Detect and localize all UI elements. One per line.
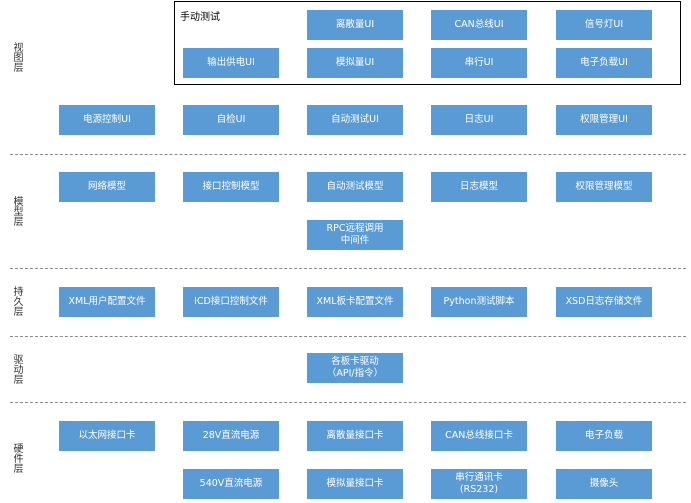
icd-interface-file-box: ICD接口控制文件: [183, 287, 279, 317]
layer-divider: [10, 336, 686, 337]
self-check-ui-box: 自检UI: [183, 105, 279, 135]
layer-label-driver: 驱动层: [11, 354, 22, 384]
manual-electronic-load-ui-box: 电子负载UI: [556, 48, 652, 78]
layer-label-model: 模型层: [11, 196, 22, 226]
log-ui-box: 日志UI: [431, 105, 527, 135]
xsd-log-file-box: XSD日志存储文件: [556, 287, 652, 317]
manual-analog-ui-box: 模拟量UI: [307, 48, 403, 78]
manual-signal-light-ui-box: 信号灯UI: [556, 10, 652, 40]
xml-user-config-box: XML用户配置文件: [59, 287, 155, 317]
permission-model-box: 权限管理模型: [556, 172, 652, 202]
rpc-middleware-box: RPC远程调用 中间件: [307, 220, 403, 250]
board-driver-box: 各板卡驱动 （API/指令）: [307, 353, 403, 383]
manual-serial-ui-box: 串行UI: [431, 48, 527, 78]
power-control-ui-box: 电源控制UI: [59, 105, 155, 135]
layer-label-hardware: 硬件层: [11, 443, 22, 473]
layer-divider: [10, 268, 686, 269]
layer-divider: [10, 402, 686, 403]
ethernet-card-box: 以太网接口卡: [59, 421, 155, 451]
manual-can-bus-ui-box: CAN总线UI: [431, 10, 527, 40]
layer-label-persist: 持久层: [11, 286, 22, 316]
manual-power-output-ui-box: 输出供电UI: [183, 48, 279, 78]
electronic-load-box: 电子负载: [556, 421, 652, 451]
dc-540v-power-box: 540V直流电源: [183, 469, 279, 499]
manual-test-group: [174, 1, 681, 85]
interface-control-model-box: 接口控制模型: [183, 172, 279, 202]
log-model-box: 日志模型: [431, 172, 527, 202]
layer-divider: [10, 154, 686, 155]
permission-ui-box: 权限管理UI: [556, 105, 652, 135]
xml-board-config-box: XML板卡配置文件: [307, 287, 403, 317]
network-model-box: 网络模型: [59, 172, 155, 202]
can-bus-card-box: CAN总线接口卡: [431, 421, 527, 451]
camera-box: 摄像头: [556, 469, 652, 499]
dc-28v-power-box: 28V直流电源: [183, 421, 279, 451]
auto-test-ui-box: 自动测试UI: [307, 105, 403, 135]
manual-test-title: 手动测试: [180, 12, 220, 23]
layer-label-view: 视图层: [11, 42, 22, 72]
auto-test-model-box: 自动测试模型: [307, 172, 403, 202]
serial-card-box: 串行通讯卡 (RS232): [431, 469, 527, 499]
discrete-card-box: 离散量接口卡: [307, 421, 403, 451]
python-script-box: Python测试脚本: [431, 287, 527, 317]
manual-discrete-ui-box: 离散量UI: [307, 10, 403, 40]
analog-card-box: 模拟量接口卡: [307, 469, 403, 499]
